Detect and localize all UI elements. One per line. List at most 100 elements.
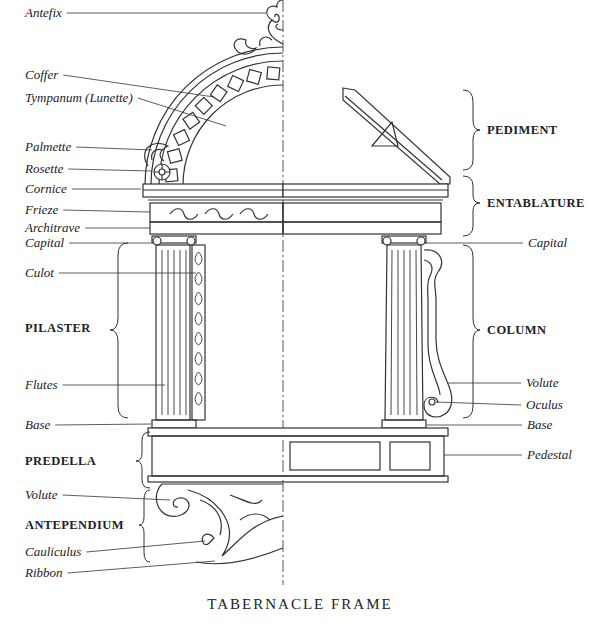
column-shaft [385, 245, 423, 420]
arch-outer [145, 47, 283, 185]
part-label: Culot [25, 264, 54, 282]
part-label: Flutes [25, 376, 58, 394]
volute-bracket-inner [424, 260, 440, 395]
coffer [228, 76, 244, 92]
bracket [463, 245, 480, 418]
leader-line [69, 243, 151, 244]
capital-volute [417, 237, 425, 245]
group-label: ENTABLATURE [487, 194, 585, 212]
pedestal-panel [390, 442, 430, 470]
group-label: PEDIMENT [487, 121, 558, 139]
antefix-curl [272, 14, 279, 22]
capital-volute [153, 237, 161, 245]
part-label: Base [25, 416, 50, 434]
frieze-scroll [170, 209, 198, 220]
cauliculus [202, 534, 214, 544]
group-label: ANTEPENDIUM [25, 516, 124, 534]
flutes [162, 250, 186, 415]
leader-line [59, 273, 196, 274]
tympanum-edge [183, 85, 283, 185]
pilaster-shaft [156, 245, 190, 420]
arch-leaf [260, 37, 272, 46]
leader-line [63, 385, 166, 386]
leader-line [85, 228, 150, 229]
architrave [283, 222, 441, 234]
rosette-center [159, 169, 165, 175]
part-label: Capital [25, 234, 64, 252]
bracket [463, 90, 480, 170]
pediment-molding [345, 96, 442, 180]
leader-line [63, 210, 150, 212]
group-label: COLUMN [487, 321, 546, 339]
center-axis [283, 0, 284, 585]
predella-cap [148, 428, 448, 436]
leader-line [55, 424, 151, 425]
coffer [247, 69, 262, 84]
coffer [167, 149, 182, 164]
leader-line [86, 541, 205, 552]
acanthus [188, 490, 283, 556]
bracket [110, 243, 128, 418]
bracket [139, 490, 150, 562]
palmette-vein [152, 149, 162, 160]
coffer [267, 67, 280, 80]
coffer-band [159, 61, 283, 185]
leader-line [138, 98, 226, 126]
flutes [391, 250, 417, 415]
bracket [136, 432, 150, 488]
part-label: Volute [25, 486, 58, 504]
diagram-title: TABERNACLE FRAME [0, 594, 600, 614]
part-label: Volute [526, 374, 559, 392]
cornice-molding [143, 189, 448, 190]
leader-line [63, 495, 171, 500]
antefix-leaf [276, 24, 283, 30]
rosette-petals [154, 164, 170, 180]
volute-bracket [424, 250, 452, 417]
rosette [154, 164, 170, 180]
part-label: Architrave [25, 219, 80, 237]
leader-line [436, 402, 521, 405]
capital-volute [383, 237, 391, 245]
part-label: Base [527, 416, 552, 434]
antependium-scroll [156, 484, 283, 516]
pediment-triangle [372, 122, 398, 146]
part-label: Cornice [25, 180, 67, 198]
leader-line [67, 13, 266, 14]
arch-leaf [234, 39, 256, 54]
frieze-scroll [205, 209, 233, 220]
part-label: Cauliculus [25, 543, 81, 561]
leader-line [427, 425, 522, 426]
coffer [195, 97, 212, 114]
acanthus-leaf [200, 495, 270, 535]
leader-line [444, 455, 522, 456]
capital-volute [187, 237, 195, 245]
frieze [150, 203, 283, 222]
pediment [343, 88, 450, 184]
part-label: Coffer [25, 66, 58, 84]
part-label: Frieze [25, 201, 58, 219]
predella [152, 436, 444, 476]
coffer [210, 85, 227, 102]
arch-molding [151, 53, 283, 185]
culot [195, 252, 202, 405]
leader-line [426, 243, 523, 244]
part-label: Tympanum (Lunette) [25, 89, 133, 107]
frieze-scroll [240, 209, 268, 220]
part-label: Oculus [526, 396, 563, 414]
leader-line [448, 383, 521, 384]
base [152, 420, 196, 428]
predella-base [148, 476, 448, 482]
frieze [283, 203, 441, 222]
leader-line [76, 147, 152, 150]
leader-line [68, 169, 152, 171]
part-label: Rosette [25, 160, 63, 178]
architrave [150, 222, 283, 234]
leader-line [68, 561, 215, 573]
oculus [429, 399, 435, 405]
part-label: Capital [528, 234, 567, 252]
group-label: PREDELLA [25, 452, 96, 470]
coffer [174, 130, 190, 146]
base [382, 420, 426, 428]
bracket [463, 176, 480, 236]
leader-line [72, 189, 141, 190]
